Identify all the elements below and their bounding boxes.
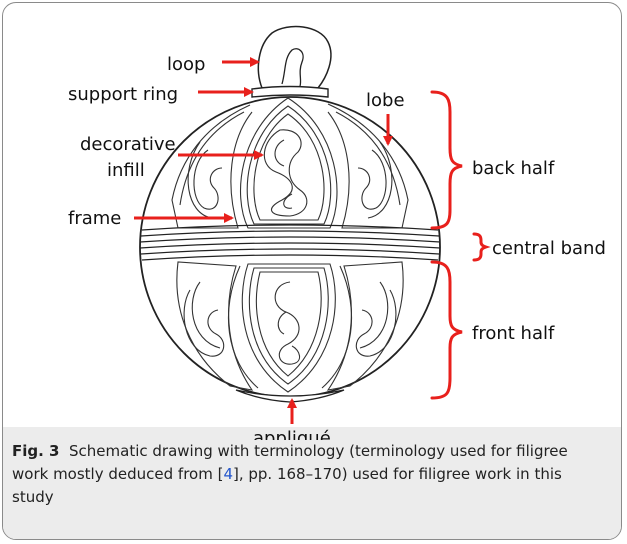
- label-back-half: back half: [472, 158, 555, 179]
- central-band-drawing: [139, 224, 441, 261]
- label-infill: infill: [107, 160, 145, 181]
- annotation-arrows: [134, 57, 393, 424]
- label-lobe: lobe: [366, 90, 405, 111]
- label-applique: appliqué: [253, 428, 331, 440]
- front-half-drawing: [176, 261, 404, 393]
- figure-caption: Fig. 3 Schematic drawing with terminolog…: [12, 440, 608, 509]
- caption-background: [3, 427, 621, 539]
- label-frame: frame: [68, 208, 121, 229]
- support-ring-drawing: [251, 85, 329, 98]
- label-central-band: central band: [492, 238, 606, 259]
- caption-text-start: Schematic drawing with terminology (term…: [12, 442, 568, 483]
- applique-drawing: [235, 389, 345, 403]
- braces: [430, 90, 491, 400]
- reference-link[interactable]: 4: [223, 465, 233, 483]
- brace-back-half: [430, 90, 463, 230]
- caption-text-end: ], pp. 168–170) used for filigree work i…: [12, 465, 562, 506]
- label-loop: loop: [167, 54, 205, 75]
- loop-drawing: [257, 25, 332, 89]
- figure-container: [2, 2, 622, 540]
- filigree-drawing: loop support ring decorative infill fram…: [68, 25, 606, 440]
- label-decorative: decorative: [80, 134, 176, 155]
- brace-front-half: [430, 260, 463, 400]
- sphere-outline: [139, 96, 441, 398]
- label-front-half: front half: [472, 323, 555, 344]
- back-half-drawing: [171, 97, 409, 229]
- brace-central-band: [472, 232, 491, 262]
- label-support-ring: support ring: [68, 84, 178, 105]
- figure-number: Fig. 3: [12, 442, 60, 460]
